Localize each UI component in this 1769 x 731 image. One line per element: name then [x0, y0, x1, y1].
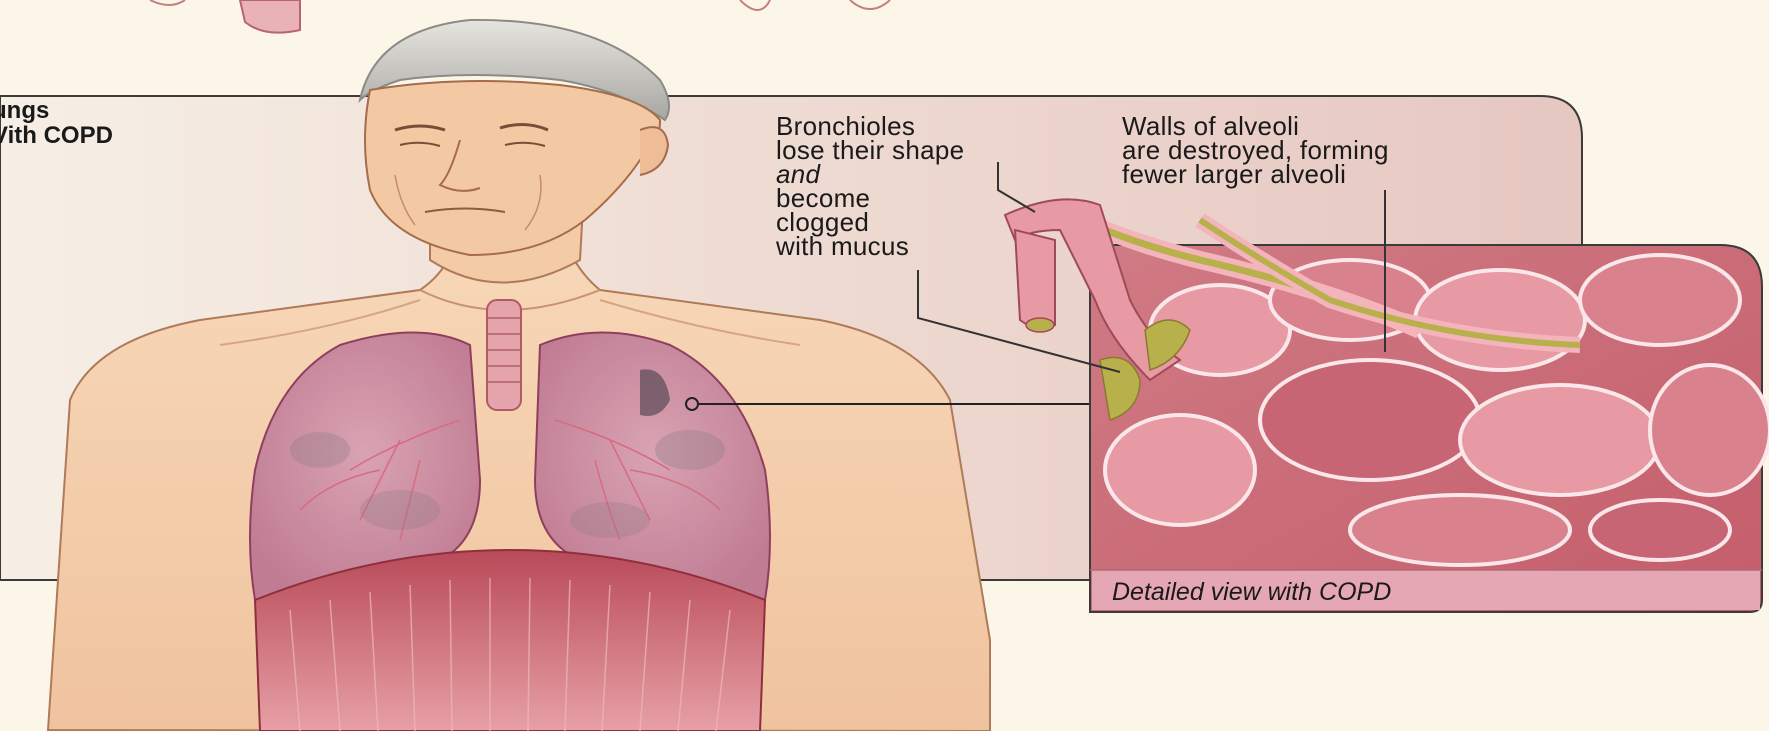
bronchioles-label: Bronchioles lose their shape and become …	[776, 114, 964, 258]
inset-caption: Detailed view with COPD	[1112, 578, 1391, 607]
trachea	[487, 300, 521, 410]
panel-title: ungs Vith COPD	[0, 98, 113, 148]
panel-title-line1: ungs	[0, 98, 113, 123]
detail-inset	[1060, 210, 1769, 612]
diaphragm	[255, 550, 765, 731]
alveoli-label: Walls of alveoli are destroyed, forming …	[1122, 114, 1389, 186]
bronchioles-label-line6: with mucus	[776, 234, 964, 258]
alveoli-label-line3: fewer larger alveoli	[1122, 162, 1389, 186]
panel-title-line2: Vith COPD	[0, 123, 113, 148]
